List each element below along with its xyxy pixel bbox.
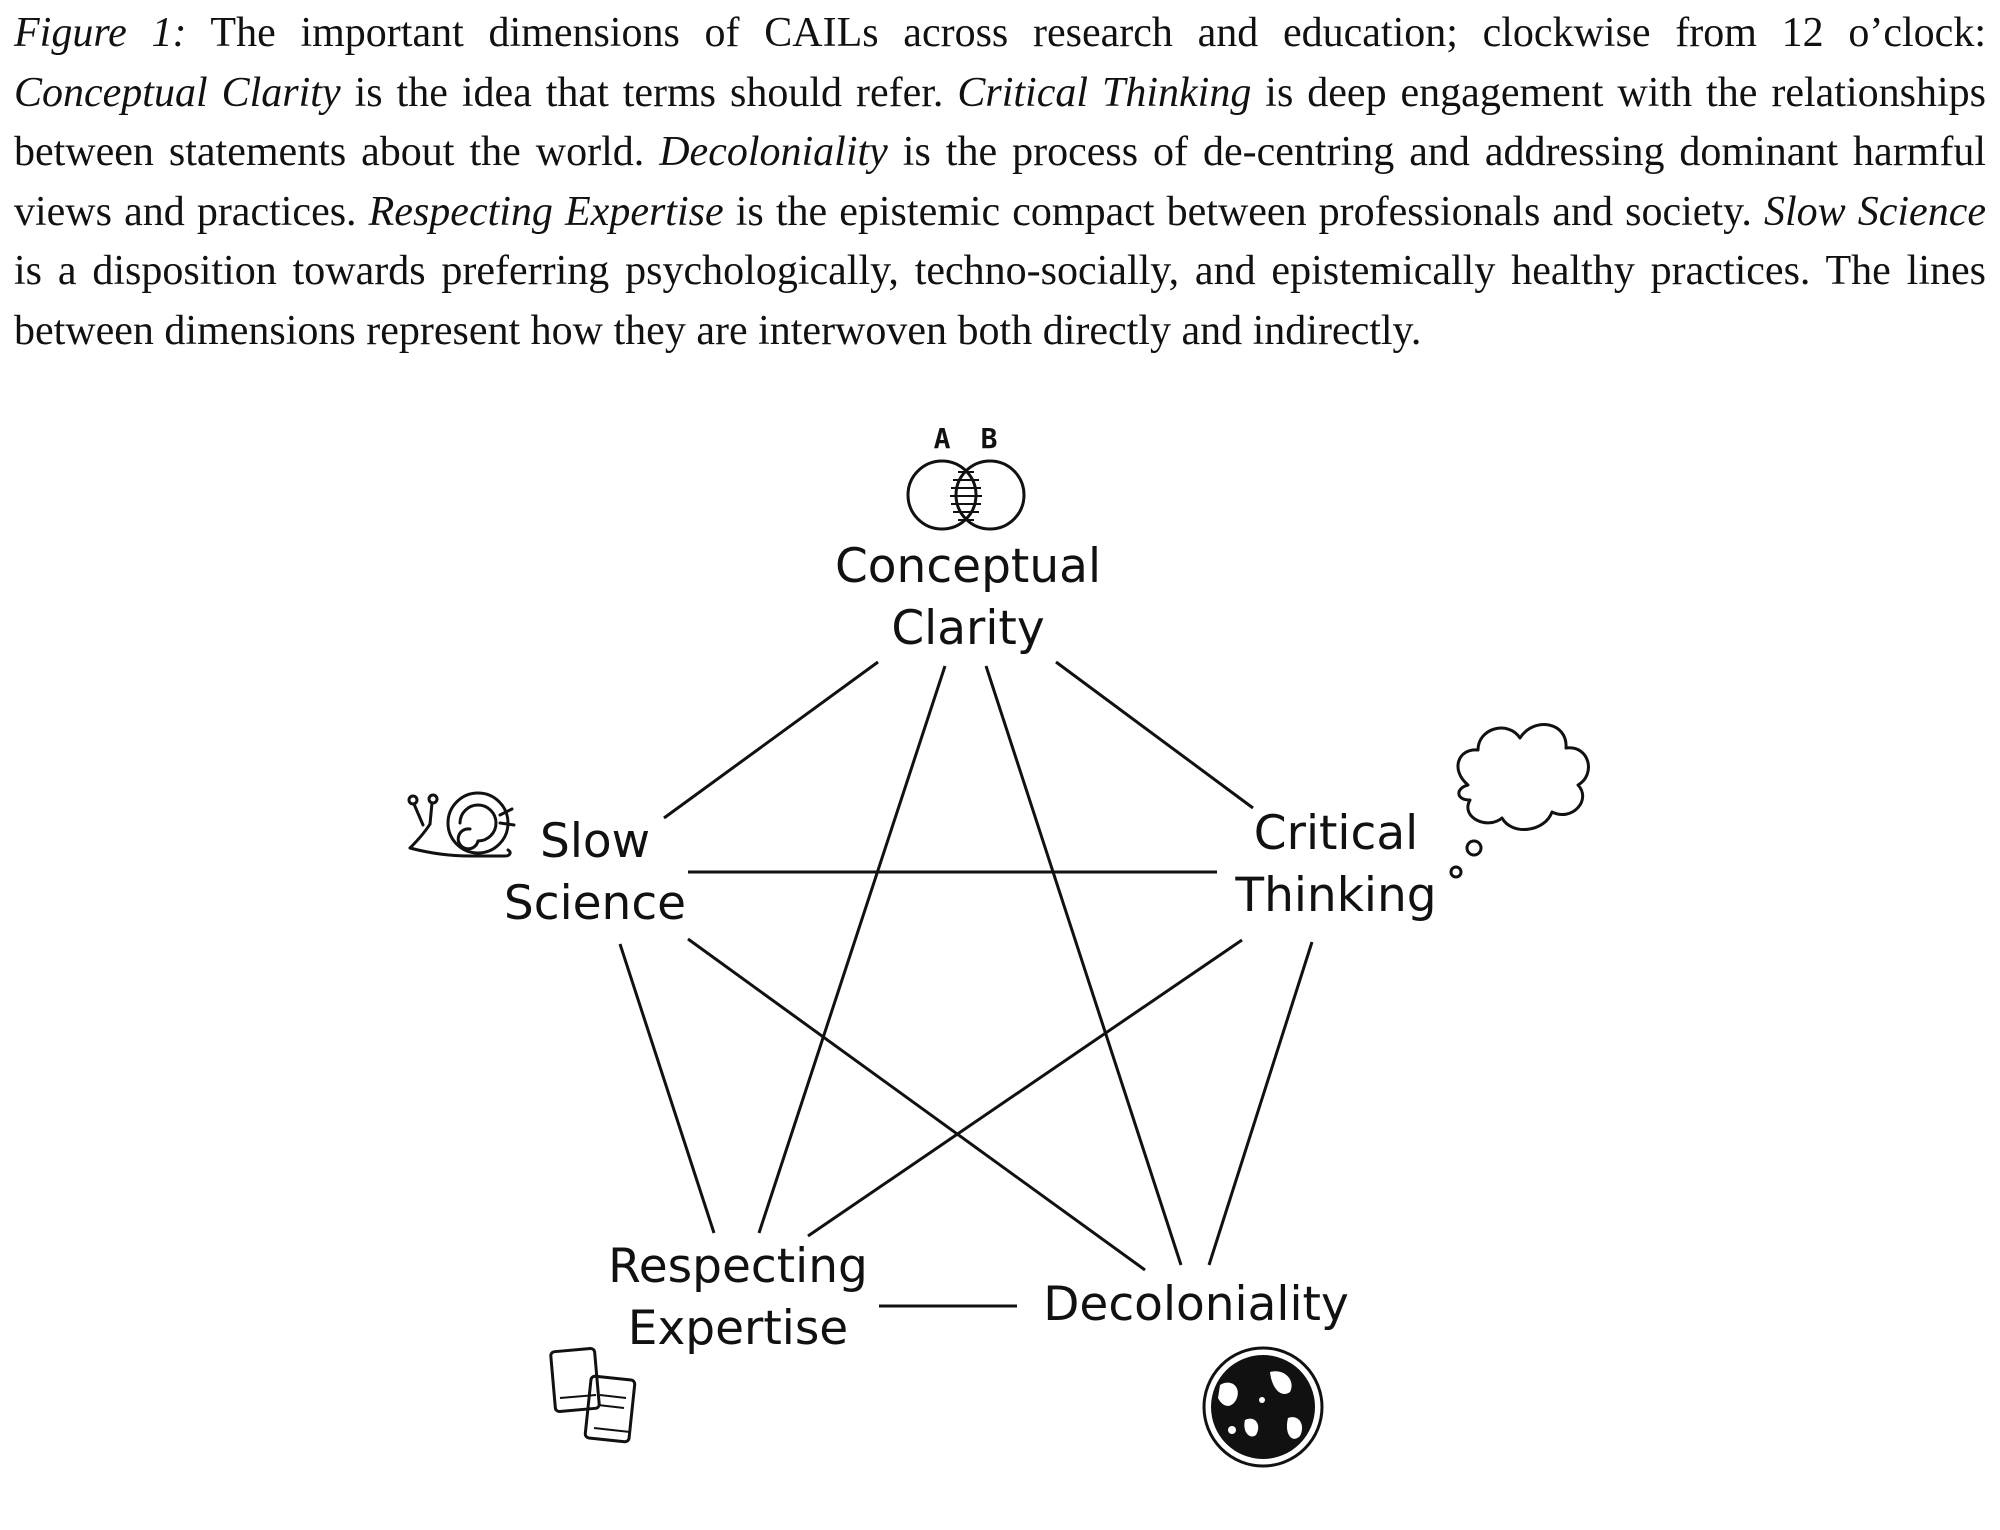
caption-term-conceptual-clarity: Conceptual Clarity: [14, 69, 341, 116]
node-conceptual-clarity: A B Conceptual Clarity: [835, 422, 1101, 656]
respecting-expertise-label-line2: Expertise: [628, 1301, 848, 1356]
critical-thinking-label-line1: Critical: [1254, 806, 1418, 861]
venn-label-b: B: [981, 422, 998, 455]
critical-thinking-label-line2: Thinking: [1234, 868, 1436, 923]
caption-def-critical-thinking: is deep engagement with the relationship…: [14, 69, 1986, 176]
venn-diagram-icon: A B: [906, 422, 1026, 531]
caption-term-respecting-expertise: Respecting Expertise: [368, 188, 724, 235]
edge-conceptual-clarity-to-decoloniality: [984, 665, 1183, 1266]
edge-critical-thinking-to-respecting-expertise: [807, 938, 1243, 1238]
caption-intro: The important dimensions of CAILs across…: [186, 10, 1986, 56]
node-decoloniality: Decoloniality: [1043, 1277, 1349, 1468]
caption-def-respecting-expertise: is the epistemic compact between profess…: [723, 188, 1764, 235]
connection-lines: [618, 660, 1314, 1308]
edge-conceptual-clarity-to-respecting-expertise: [757, 665, 947, 1234]
node-critical-thinking: Critical Thinking: [1234, 723, 1590, 923]
thought-cloud-icon: [1449, 723, 1590, 879]
caption-term-decoloniality: Decoloniality: [659, 129, 888, 175]
caption-term-slow-science: Slow Science: [1763, 188, 1986, 235]
edge-slow-science-to-decoloniality: [687, 937, 1146, 1272]
respecting-expertise-label-line1: Respecting: [608, 1239, 868, 1294]
node-respecting-expertise: Respecting Expertise: [549, 1239, 868, 1444]
edge-slow-science-to-respecting-expertise: [618, 943, 716, 1234]
caption-term-critical-thinking: Critical Thinking: [957, 69, 1252, 116]
decoloniality-label: Decoloniality: [1043, 1277, 1349, 1332]
caption-def-decoloniality: is the process of de-centring and addres…: [14, 129, 1987, 235]
slow-science-label-line1: Slow: [540, 814, 650, 869]
edge-conceptual-clarity-to-slow-science: [663, 660, 879, 820]
venn-label-a: A: [934, 422, 951, 455]
conceptual-clarity-label-line1: Conceptual: [835, 539, 1101, 594]
edge-critical-thinking-to-decoloniality: [1207, 941, 1314, 1266]
snail-icon: [407, 791, 516, 858]
edge-conceptual-clarity-to-critical-thinking: [1055, 660, 1254, 810]
books-icon: [549, 1347, 637, 1444]
figure-label: Figure 1:: [14, 10, 187, 56]
caption-def-slow-science: is a disposition towards preferring psyc…: [14, 248, 1986, 354]
slow-science-label-line2: Science: [504, 876, 686, 931]
figure-caption: Figure 1: The important dimensions of CA…: [14, 4, 1986, 361]
node-slow-science: Slow Science: [407, 791, 686, 931]
conceptual-clarity-label-line2: Clarity: [891, 601, 1044, 656]
caption-def-conceptual-clarity: is the idea that terms should refer.: [340, 69, 958, 116]
globe-icon: [1202, 1346, 1324, 1468]
